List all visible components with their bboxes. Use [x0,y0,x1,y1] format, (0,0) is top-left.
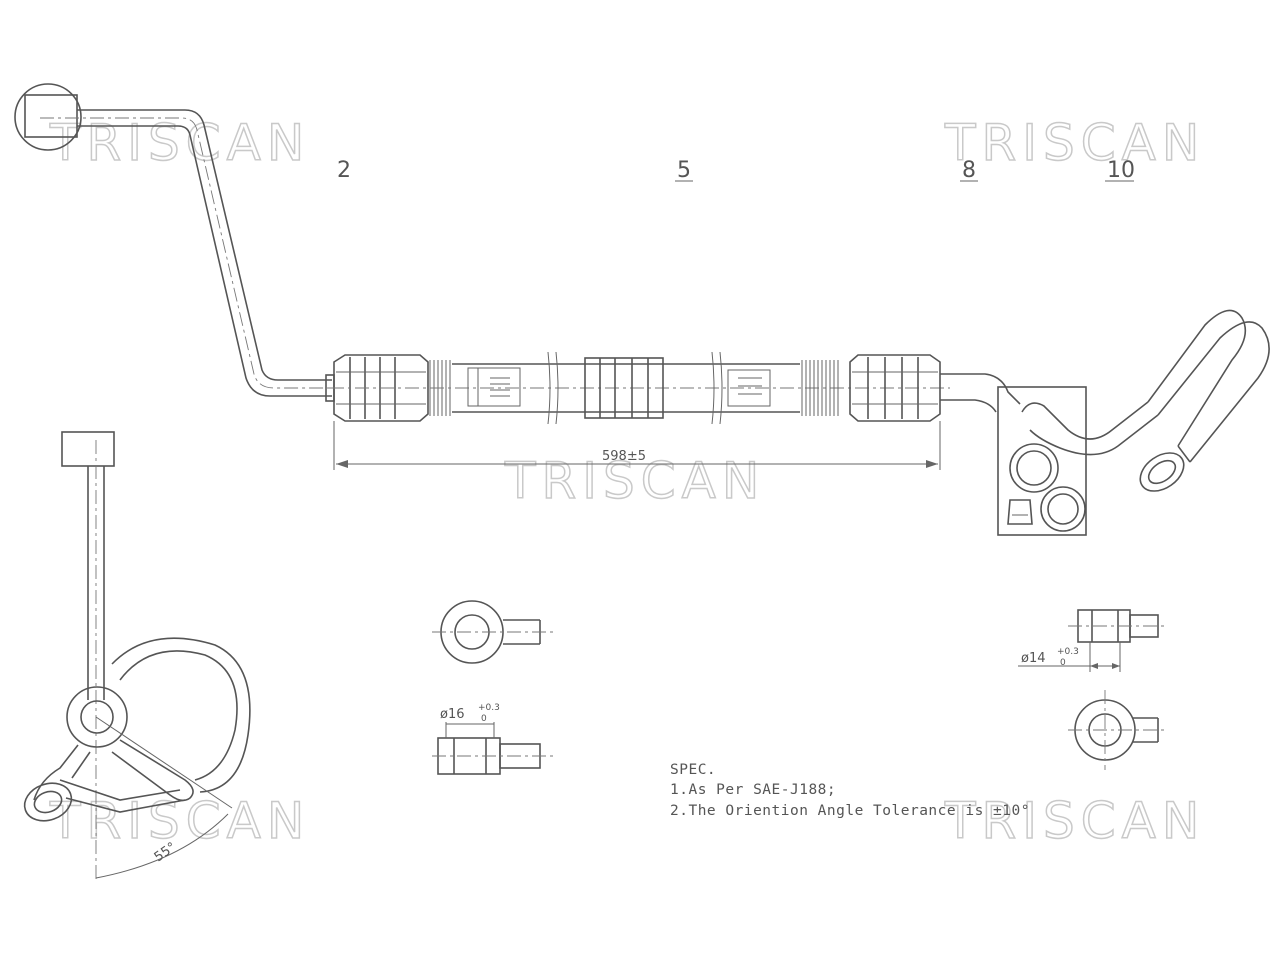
watermark-center: TRISCAN [504,452,765,510]
spec-line-1: 1.As Per SAE-J188; [670,782,836,798]
section-label-8: 8 [962,158,976,183]
spec-notes: SPEC. 1.As Per SAE-J188; 2.The Oriention… [670,762,1030,819]
section-label-5: 5 [677,158,691,183]
section-labels: 2 5 8 10 [337,158,1135,183]
right-end-fitting [940,309,1270,536]
length-dimension: 598±5 [333,421,941,470]
side-view-coil: 55° [23,431,251,880]
bore-14-label: ø14 [1021,651,1046,666]
watermark-top-right: TRISCAN [944,114,1205,172]
bore-14-tolerance-low: 0 [1060,658,1066,668]
bore-14-tolerance: +0.3 [1057,647,1079,657]
detail-bore-16: ø16 +0.3 0 [432,600,555,775]
bore-16-tolerance: +0.3 [478,703,500,713]
spec-heading: SPEC. [670,762,716,778]
bore-16-tolerance-low: 0 [481,714,487,724]
detail-bore-14: ø14 +0.3 0 [1018,609,1165,770]
watermark-bottom-right: TRISCAN [944,792,1205,850]
length-dimension-label: 598±5 [602,449,646,464]
watermark-group: TRISCAN TRISCAN TRISCAN TRISCAN TRISCAN [48,113,1205,851]
section-label-10: 10 [1107,158,1135,183]
watermark-top-left: TRISCAN [49,114,310,172]
bore-16-label: ø16 [440,707,465,722]
section-label-2: 2 [337,158,351,183]
spec-line-2: 2.The Oriention Angle Tolerance is ±10° [670,803,1030,819]
main-hose-assembly [330,351,950,425]
